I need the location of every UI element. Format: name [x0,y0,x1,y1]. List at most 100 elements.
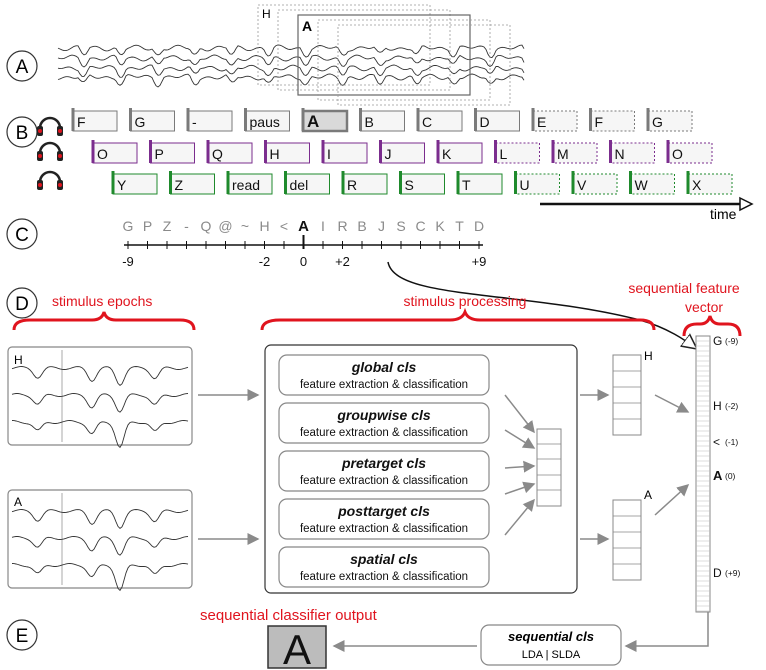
sequence-letter: K [435,218,445,234]
headphone-icons [37,116,63,190]
stimulus-letter: B [365,114,374,130]
stimulus-letter: S [405,177,414,193]
sequence-letter: ~ [241,218,249,234]
stimulus-letter: V [577,177,587,193]
stimulus-letter: E [537,114,546,130]
vector-entry-letter: < [713,435,720,449]
stimulus-letter: T [462,177,471,193]
classifier-arrows [504,394,536,536]
classifier-arrow [504,481,536,495]
section-c-label: C [15,225,29,246]
classifier-desc: feature extraction & classification [300,475,468,487]
stimulus-letter: P [155,146,164,162]
classifier-desc: feature extraction & classification [300,571,468,583]
feature-vector-heading-1: sequential feature [628,280,740,296]
vector-entry-index: (-1) [725,437,738,447]
vector-entry-letter: A [713,468,723,483]
vector-brace [682,315,742,337]
vector-entry-letter: D [713,566,722,580]
time-arrow-head [739,196,754,212]
sequence-letter: H [259,218,269,234]
classifier-output-box [267,625,327,669]
sequence-letter: R [337,218,347,234]
stimulus-letter: I [327,146,331,162]
vector-entry-index: (0) [725,471,736,481]
classifier-desc: feature extraction & classification [300,523,468,535]
stimulus-letter: C [422,114,432,130]
sequence-letter: A [298,218,309,235]
vector-entry-index: (-2) [725,401,738,411]
classifier-name: global cls [351,359,417,375]
vector-entry-letter: G [713,334,722,348]
sequence-letter: B [357,218,366,234]
classifier-name: pretarget cls [341,455,426,471]
section-markers: A B C D E [6,50,38,651]
overlay-h-label: H [262,7,271,21]
sequence-letter: - [184,218,189,234]
stimulus-letter: N [615,146,625,162]
vector-entry-letter: H [713,399,722,413]
sequence-letter: C [415,218,425,234]
stimulus-letter: del [290,177,309,193]
stimulus-letter: read [232,177,260,193]
stimulus-letter: G [135,114,146,130]
section-a-label: A [16,57,29,78]
classifier-name: spatial cls [350,551,418,567]
eeg-trace [57,44,525,58]
stimulus-letter: Q [212,146,223,162]
stimulus-stream-top: F G - paus A B C D E F G [71,108,693,133]
stimulus-letter: K [442,146,452,162]
axis-tick-label: -2 [259,254,271,269]
axis-tick-label: +9 [472,254,487,269]
sequence-letter: Z [163,218,172,234]
classifier-name: posttarget cls [337,503,430,519]
axis-tick-label: +2 [335,254,350,269]
stimulus-letter: R [347,177,357,193]
output-vector-a: A [612,488,652,581]
stimulus-processing-heading: stimulus processing [404,293,527,309]
classifier-output-letter: A [283,626,311,670]
eeg-trace [57,73,525,88]
classifier-arrow [504,460,536,473]
stimulus-letter: F [595,114,604,130]
combined-vector [536,428,562,507]
classifier-arrow [504,394,535,434]
classifier-box [278,402,490,444]
vector-h-label: H [644,349,653,363]
sequence-to-vector-arrow [387,261,697,349]
sequence-letter: P [143,218,152,234]
vector-a-arrow [654,483,690,516]
sequential-cls-box [480,624,622,666]
sequential-feature-vector: G(-9)H(-2)<(-1)A(0)D(+9) [695,334,741,613]
stimulus-letter: - [192,114,197,130]
section-d-label: D [15,294,29,315]
stimulus-letter: O [672,146,683,162]
sequence-letter: G [123,218,134,234]
classifier-arrow [504,429,536,449]
classifier-name: groupwise cls [336,407,431,423]
stimulus-letter: D [480,114,490,130]
stimulus-letter: Y [117,177,127,193]
vector-entry-index: (-9) [725,336,738,346]
sequence-letter: D [474,218,484,234]
epoch-a-label: A [14,495,22,509]
stimulus-letter: F [77,114,86,130]
classifier-box [278,498,490,540]
vector-h-arrow [654,394,690,413]
epoch-box-a: A [7,489,193,592]
classifier-box [278,450,490,492]
vector-bar [695,335,711,613]
stimulus-letter: A [307,112,319,131]
eeg-traces [57,44,525,88]
epoch-windows [257,4,511,106]
section-b-label: B [16,123,29,144]
stimulus-letter: G [652,114,663,130]
sequence-letter: Q [201,218,212,234]
stimulus-letter: Z [175,177,184,193]
stimulus-letter: paus [250,114,280,130]
epoch-box-h: H [7,346,193,449]
